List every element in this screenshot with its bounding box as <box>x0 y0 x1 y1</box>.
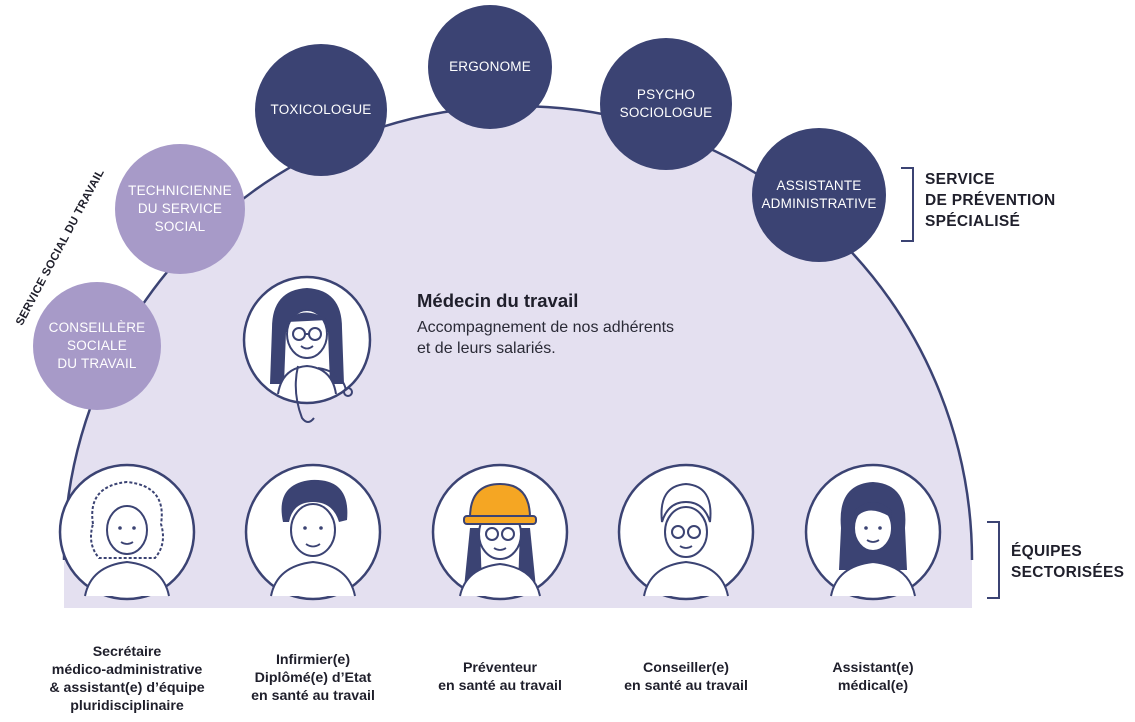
circle-label: TECHNICIENNE DU SERVICE SOCIAL <box>128 183 232 234</box>
circle-label: PSYCHO SOCIOLOGUE <box>619 87 713 120</box>
label-infirmier: Infirmier(e) Diplômé(e) d’Etat en santé … <box>251 652 375 705</box>
curly-hair-person-icon <box>58 463 196 601</box>
sector-teams-label: ÉQUIPES SECTORISÉES <box>1011 543 1125 581</box>
label-conseiller: Conseiller(e) en santé au travail <box>624 660 748 695</box>
circle-technicienne-service-social: TECHNICIENNE DU SERVICE SOCIAL <box>115 144 245 274</box>
circle-label: ASSISTANTE ADMINISTRATIVE <box>761 178 877 211</box>
circle-assistante-administrative: ASSISTANTE ADMINISTRATIVE <box>752 128 886 262</box>
doctor-description: Accompagnement de nos adhérents et de le… <box>417 319 675 357</box>
afro-hair-person-icon <box>244 463 382 601</box>
sector-bracket <box>987 521 1000 599</box>
circle-toxicologue: TOXICOLOGUE <box>255 44 387 176</box>
label-secretaire: Secrétaire médico-administrative & assis… <box>49 644 205 715</box>
circle-label: TOXICOLOGUE <box>270 102 372 118</box>
circle-conseillere-sociale: CONSEILLÈRE SOCIALE DU TRAVAIL <box>33 282 161 410</box>
circle-ergonome: ERGONOME <box>428 5 552 129</box>
label-preventeur: Préventeur en santé au travail <box>438 660 562 695</box>
label-assistant-medical: Assistant(e) médical(e) <box>832 660 914 695</box>
circle-label: ERGONOME <box>449 59 531 75</box>
specialized-bracket <box>901 167 914 242</box>
circle-psycho-sociologue: PSYCHO SOCIOLOGUE <box>600 38 732 170</box>
doctor-avatar-icon <box>242 275 372 423</box>
hard-hat-person-icon <box>431 463 569 601</box>
circle-label: CONSEILLÈRE SOCIALE DU TRAVAIL <box>48 320 146 371</box>
specialized-service-label: SERVICE DE PRÉVENTION SPÉCIALISÉ <box>925 171 1056 230</box>
long-hair-person-icon <box>804 463 942 601</box>
doctor-title: Médecin du travail <box>417 290 579 311</box>
glasses-older-person-icon <box>617 463 755 601</box>
